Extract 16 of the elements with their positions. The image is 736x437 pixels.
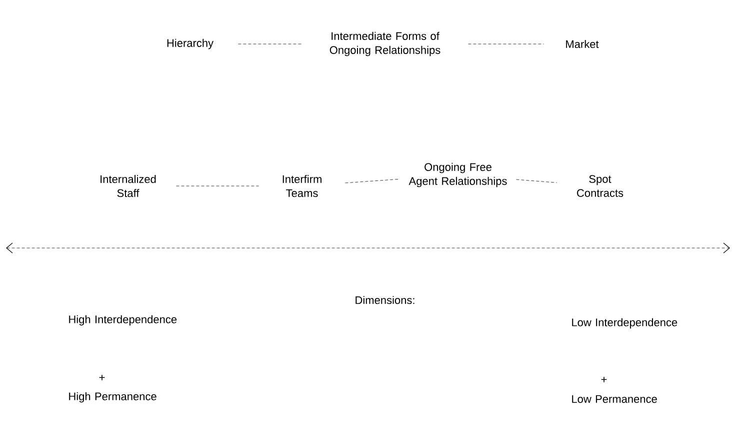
dashed-connector [516, 179, 558, 183]
node-label: Ongoing Free Agent Relationships [408, 162, 507, 188]
node-label: Interfirm Teams [282, 174, 322, 198]
dashed-connector [345, 178, 400, 184]
label-text: High Permanence [69, 392, 156, 402]
label-text: + [601, 376, 607, 382]
node-label: Hierarchy [167, 38, 214, 50]
node-label: Intermediate Forms of Ongoing Relationships [330, 32, 440, 56]
label-text: High Interdependence [69, 315, 177, 326]
label-text: Dimensions: [356, 296, 414, 304]
label-text: Low Interdependence [572, 318, 678, 328]
node-label: Internalized Staff [100, 174, 156, 198]
label-text: + [99, 374, 105, 380]
node-label: Spot Contracts [577, 175, 624, 197]
node-label: Market [566, 40, 599, 48]
label-text: Low Permanence [572, 395, 657, 403]
